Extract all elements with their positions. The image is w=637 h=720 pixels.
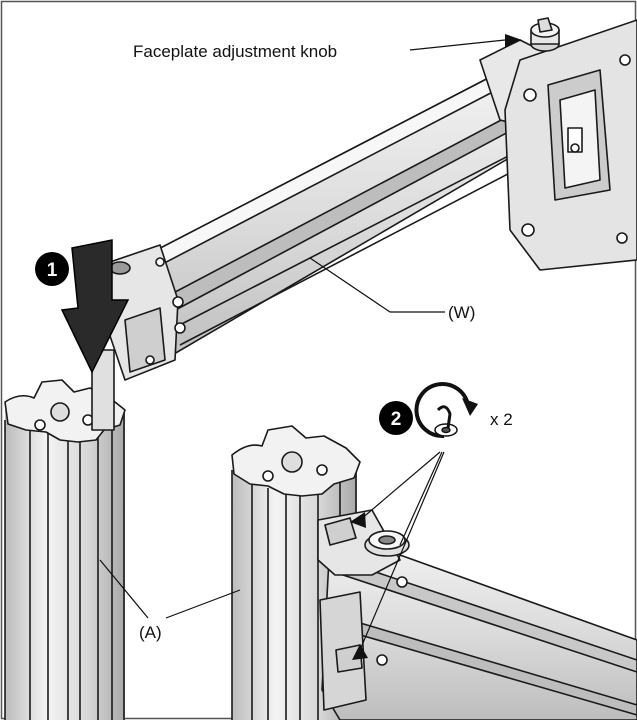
step-2-number: 2 bbox=[391, 409, 402, 430]
upper-arm bbox=[107, 71, 541, 381]
hex-screw-icon bbox=[434, 405, 458, 437]
arm-label: (W) bbox=[448, 303, 475, 322]
down-arrow-icon bbox=[60, 239, 130, 374]
vesa-faceplate bbox=[479, 17, 637, 271]
screw-pointer-arrow-bottom bbox=[352, 644, 368, 660]
step-1-number: 1 bbox=[47, 260, 58, 281]
repeat-count: x 2 bbox=[490, 410, 513, 429]
left-post bbox=[4, 349, 126, 720]
step-2-badge bbox=[379, 401, 413, 435]
post-label: (A) bbox=[139, 623, 162, 642]
knob-label: Faceplate adjustment knob bbox=[133, 42, 337, 61]
lower-arm bbox=[317, 509, 637, 720]
screw-pointer-arrow-top bbox=[350, 512, 366, 528]
leader-lines bbox=[99, 39, 506, 651]
step-1-badge bbox=[35, 252, 69, 286]
knob-pointer-arrow bbox=[505, 34, 522, 47]
clockwise-rotation-icon bbox=[414, 382, 478, 439]
